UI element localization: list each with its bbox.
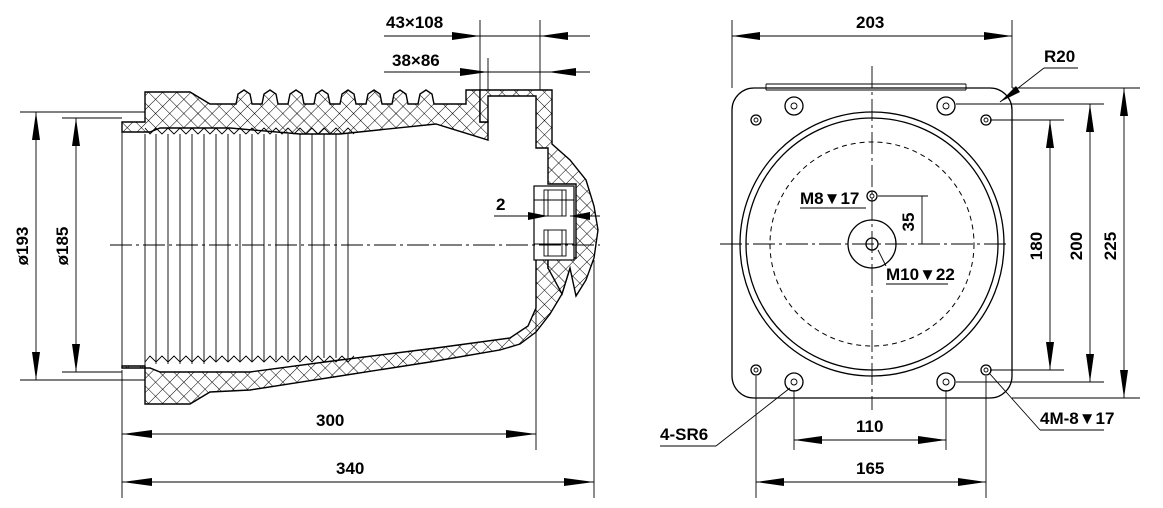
dim-length-340: 340 [336,459,364,478]
dim-h180: 180 [1027,232,1046,260]
dim-bolt-top: M8▼17 [800,189,859,208]
dim-h200: 200 [1067,232,1086,260]
dim-bolt-center: M10▼22 [886,265,955,284]
dim-dia-outer: ø193 [13,227,32,266]
dim-mount: 4M-8▼17 [1040,409,1114,428]
small-holes [750,114,992,376]
dim-w165: 165 [856,459,884,478]
dim-shed-small: 38×86 [392,51,440,70]
inner-ribs-upper [144,127,355,135]
large-holes [784,96,956,392]
side-view: ø193 ø185 43×108 38×86 2 300 [13,13,600,498]
insulator-lower-wall [121,257,571,405]
dim-h225: 225 [1101,232,1120,260]
metal-insert [533,185,575,261]
dim-slot: 4-SR6 [660,425,708,444]
dim-radius: R20 [1044,47,1075,66]
dim-offset: 35 [899,213,918,232]
dim-length-300: 300 [316,411,344,430]
front-view: 203 R20 M8▼17 35 M10▼22 180 200 [660,13,1140,498]
dim-shed-large: 43×108 [386,13,443,32]
dim-w110: 110 [856,417,883,436]
insulator-end-cap [479,89,599,298]
dim-dia-inner: ø185 [53,227,72,266]
dim-width: 203 [856,13,884,32]
inner-rib-lines [155,134,349,364]
dim-insert: 2 [496,195,505,214]
